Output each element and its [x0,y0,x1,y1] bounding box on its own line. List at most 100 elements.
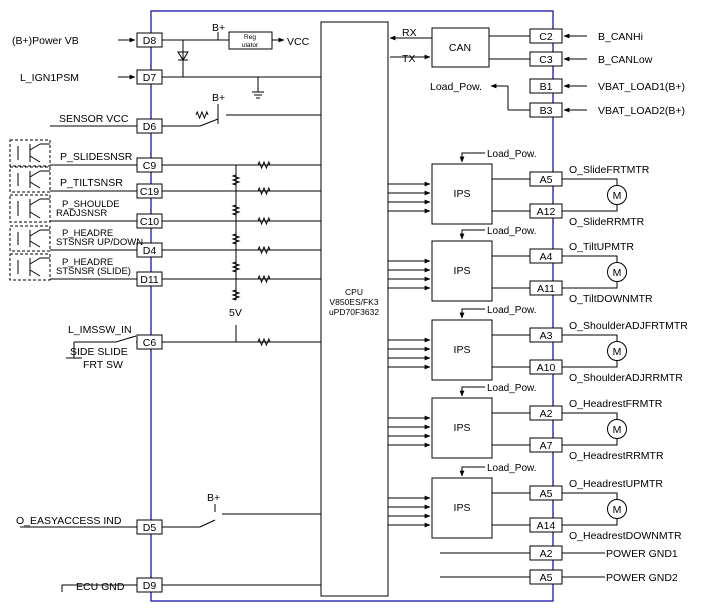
signal-label: POWER GND2 [606,572,678,584]
motor-pin-b-label: A10 [537,362,556,374]
pin-b1-connector: B1 VBAT_LOAD1(B+) [529,78,685,94]
signal-label-line1: P_HEADRE [62,228,113,239]
can-block: CAN RX TX [389,27,530,68]
bplus-label-easyaccess: B+ [207,492,220,504]
can-label: CAN [449,42,471,54]
load-pow-label: Load_Pow. [487,149,537,160]
pin-box [136,577,163,593]
motor-signal-a: O_SlideFRTMTR [569,164,650,176]
switch-label-line2: FRT SW [83,359,123,371]
ips-driver-5: IPSLoad_Pow.A5A14MO_HeadrestUPMTRO_Headr… [388,463,682,542]
signal-label: B_CANLow [598,54,653,66]
signal-label: B_CANHi [598,31,643,43]
pullup-resistor-symbol [231,261,241,273]
pin-box [136,32,163,48]
pin-label: D9 [143,580,157,592]
pin-c9-connector: C9P_SLIDESNSR [50,151,163,173]
vcc-label: VCC [287,36,310,48]
cpu-label: CPU [345,287,363,297]
motor-symbol: M [613,424,622,436]
pullup-resistor-symbol [231,289,241,301]
pin-label: B1 [540,81,553,93]
bplus-label-regulator: B+ [212,22,225,34]
signal-label: L_IGN1PSM [20,72,79,84]
resistor-symbol [195,110,209,120]
pin-label: C2 [539,31,553,43]
ips-label: IPS [454,344,471,356]
signal-label: P_TILTSNSR [60,177,123,189]
pin-d9-connector: D9 ECU GND [76,577,163,593]
motor-signal-b: O_SlideRRMTR [569,216,645,228]
ips-drivers: IPSLoad_Pow.A5A12MO_SlideFRTMTRO_SlideRR… [388,149,688,542]
position-sensor [9,225,51,252]
motor-pin-a-label: A2 [540,408,553,420]
motor-signal-a: O_ShoulderADJFRTMTR [569,320,688,332]
load-pow-label-main: Load_Pow. [430,81,482,93]
resistor-symbol [257,337,271,347]
bplus-label-sensor: B+ [212,92,225,104]
signal-label: VBAT_LOAD1(B+) [598,81,685,93]
motor-signal-a: O_HeadrestFRMTR [569,398,663,410]
load-pow-label: Load_Pow. [487,463,537,474]
signal-label: ECU GND [76,581,125,593]
pin-label: A5 [540,572,553,584]
ips-driver-1: IPSLoad_Pow.A5A12MO_SlideFRTMTRO_SlideRR… [388,149,650,228]
ips-driver-3: IPSLoad_Pow.A3A10MO_ShoulderADJFRTMTRO_S… [388,305,688,384]
can-tx-label: TX [402,53,415,65]
pin-label: D11 [140,274,159,286]
pin-d7-connector: D7L_IGN1PSM [20,69,163,85]
pin-label: D5 [143,522,157,534]
position-sensor [9,166,51,193]
ips-driver-2: IPSLoad_Pow.A4A11MO_TiltUPMTRO_TiltDOWNM… [388,226,653,305]
regulator-label-1: Reg [244,34,256,41]
sensor-modules [9,139,51,281]
motor-icon [607,499,627,519]
motor-signal-b: O_ShoulderADJRRMTR [569,372,683,384]
resistors [195,110,271,347]
resistor-symbol [257,216,271,226]
ips-label: IPS [454,188,471,200]
pin-box [529,102,563,118]
motor-pin-a-label: A3 [540,330,553,342]
signal-label: O_EASYACCESS IND [16,515,122,527]
signal-label: (B+)Power VB [12,35,79,47]
load-pow-label: Load_Pow. [487,305,537,316]
cpu-block: CPU V850ES/FK3 uPD70F3632 [320,21,389,597]
regulator-label-2: ulator [242,42,259,49]
pin-label: A2 [540,548,553,560]
pin-label: D8 [143,35,157,47]
motor-pin-b-label: A14 [537,520,556,532]
position-sensor [9,139,51,167]
motor-pin-a-label: A5 [540,174,553,186]
resistor-symbol [257,245,271,255]
pin-box [529,28,563,44]
signal-label: L_IMSSW_IN [68,324,132,336]
motor-signal-a: O_HeadrestUPMTR [569,478,663,490]
pin-c2-connector: C2 B_CANHi [529,28,643,44]
pin-ground-2: A5 POWER GND2 [529,569,678,585]
switch-label-line1: SIDE SLIDE [70,346,128,358]
signal-label-line2: STSNSR (SLIDE) [56,266,131,277]
signal-label-line1: P_SHOULDE [62,199,120,210]
ips-label: IPS [454,265,471,277]
motor-pin-b-label: A7 [540,440,553,452]
motor-icon [607,185,627,205]
pullup-resistor-symbol [231,204,241,216]
cpu-part-number: uPD70F3632 [329,307,379,317]
pin-label: C9 [143,160,157,172]
motor-symbol: M [613,504,622,516]
right-wiring: Load_Pow. [430,81,530,578]
motor-pin-a-label: A5 [540,488,553,500]
load-pow-label: Load_Pow. [487,226,537,237]
motor-icon [607,419,627,439]
pullup-resistor-symbol [231,233,241,245]
